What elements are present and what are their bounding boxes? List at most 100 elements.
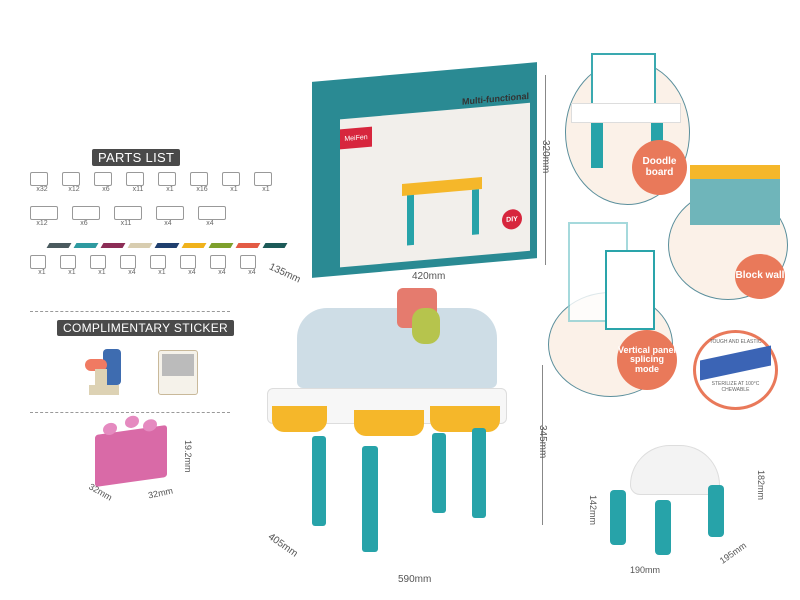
part-count: x1	[158, 269, 166, 276]
part-image	[222, 172, 240, 186]
stool-width-dim: 190mm	[630, 565, 661, 575]
part-image	[126, 172, 144, 186]
part-image	[94, 172, 112, 186]
part-count: x12	[36, 220, 48, 227]
badge-bottom-text-1: STERILIZE AT 100°C	[711, 381, 760, 387]
part-image	[190, 172, 208, 186]
part-count: x6	[102, 186, 110, 193]
parts-list-title: PARTS LIST	[92, 149, 181, 166]
badge-bottom-text-2: CHEWABLE	[721, 387, 750, 393]
activity-table-image	[262, 288, 522, 558]
part-count: x4	[128, 269, 136, 276]
part-image	[180, 255, 196, 269]
badge-top-text: TOUGH AND ELASTIC	[709, 339, 762, 345]
part-item: x4	[210, 255, 234, 276]
color-swatch	[73, 243, 99, 248]
part-count: x32	[36, 186, 48, 193]
part-item: x32	[30, 172, 54, 193]
color-swatch	[100, 243, 126, 248]
part-item: x11	[114, 206, 142, 227]
parts-row-2: x12 x6 x11 x4 x4	[30, 206, 226, 227]
box-depth-dim: 135mm	[267, 261, 303, 286]
material-badge: TOUGH AND ELASTIC STERILIZE AT 100°C CHE…	[693, 330, 778, 410]
part-image	[62, 172, 80, 186]
part-count: x4	[206, 220, 214, 227]
feature-label-block-wall: Block wall	[735, 254, 785, 299]
part-count: x4	[164, 220, 172, 227]
part-count: x4	[188, 269, 196, 276]
feature-label-vertical-panel: Vertical panel splicing mode	[617, 330, 677, 390]
part-image	[254, 172, 272, 186]
part-item: x4	[180, 255, 204, 276]
parts-row-3: x1 x1 x1 x4 x1 x4 x4 x4	[30, 255, 264, 276]
part-image	[30, 206, 58, 220]
part-item: x1	[30, 255, 54, 276]
part-item: x6	[72, 206, 100, 227]
part-item: x11	[126, 172, 150, 193]
box-width-dim: 420mm	[412, 271, 446, 282]
part-item: x1	[158, 172, 182, 193]
part-image	[210, 255, 226, 269]
sticker-title: COMPLIMENTARY STICKER	[57, 320, 234, 336]
part-image	[158, 172, 176, 186]
color-swatch	[154, 243, 180, 248]
part-item: x4	[198, 206, 226, 227]
brick-height-dim: 19.2mm	[183, 440, 193, 473]
part-count: x1	[38, 269, 46, 276]
part-item: x1	[60, 255, 84, 276]
color-swatches	[46, 243, 288, 248]
color-swatch	[208, 243, 234, 248]
part-image	[90, 255, 106, 269]
pink-brick-image	[95, 414, 167, 488]
stool-image	[600, 445, 740, 555]
part-image	[156, 206, 184, 220]
brand-logo: MeiFen	[340, 126, 372, 150]
table-width-dim: 590mm	[398, 574, 432, 585]
color-swatch	[181, 243, 207, 248]
dim-line	[542, 365, 543, 525]
part-item: x4	[120, 255, 144, 276]
part-count: x1	[230, 186, 238, 193]
block-wall-image	[690, 165, 780, 225]
part-item: x12	[62, 172, 86, 193]
divider	[30, 311, 230, 312]
flexible-brick-image	[700, 345, 771, 381]
part-image	[198, 206, 226, 220]
color-swatch	[235, 243, 261, 248]
part-image	[30, 255, 46, 269]
color-swatch	[127, 243, 153, 248]
part-count: x4	[248, 269, 256, 276]
divider	[30, 412, 230, 413]
stool-seat-height-dim: 142mm	[588, 495, 598, 526]
part-count: x1	[68, 269, 76, 276]
part-item: x4	[240, 255, 264, 276]
stool-height-dim: 182mm	[756, 470, 766, 501]
part-image	[114, 206, 142, 220]
part-item: x12	[30, 206, 58, 227]
part-count: x4	[218, 269, 226, 276]
part-image	[240, 255, 256, 269]
part-item: x1	[254, 172, 278, 193]
part-count: x11	[120, 220, 132, 227]
product-box-image: MeiFen Multi-functional DIY	[312, 62, 537, 278]
bird-model-image	[85, 347, 125, 397]
part-count: x12	[68, 186, 80, 193]
color-swatch	[46, 243, 72, 248]
part-item: x16	[190, 172, 214, 193]
part-image	[120, 255, 136, 269]
part-count: x1	[166, 186, 174, 193]
part-item: x1	[222, 172, 246, 193]
part-count: x1	[98, 269, 106, 276]
doodle-board-circle	[565, 53, 690, 205]
part-item: x4	[156, 206, 184, 227]
brick-width-dim: 32mm	[147, 485, 174, 501]
table-height-dim: 345mm	[537, 425, 548, 459]
part-count: x11	[132, 186, 144, 193]
part-image	[150, 255, 166, 269]
part-item: x1	[150, 255, 174, 276]
part-image	[30, 172, 48, 186]
part-count: x6	[80, 220, 88, 227]
dim-line	[545, 75, 546, 265]
part-item: x6	[94, 172, 118, 193]
part-count: x16	[196, 186, 208, 193]
